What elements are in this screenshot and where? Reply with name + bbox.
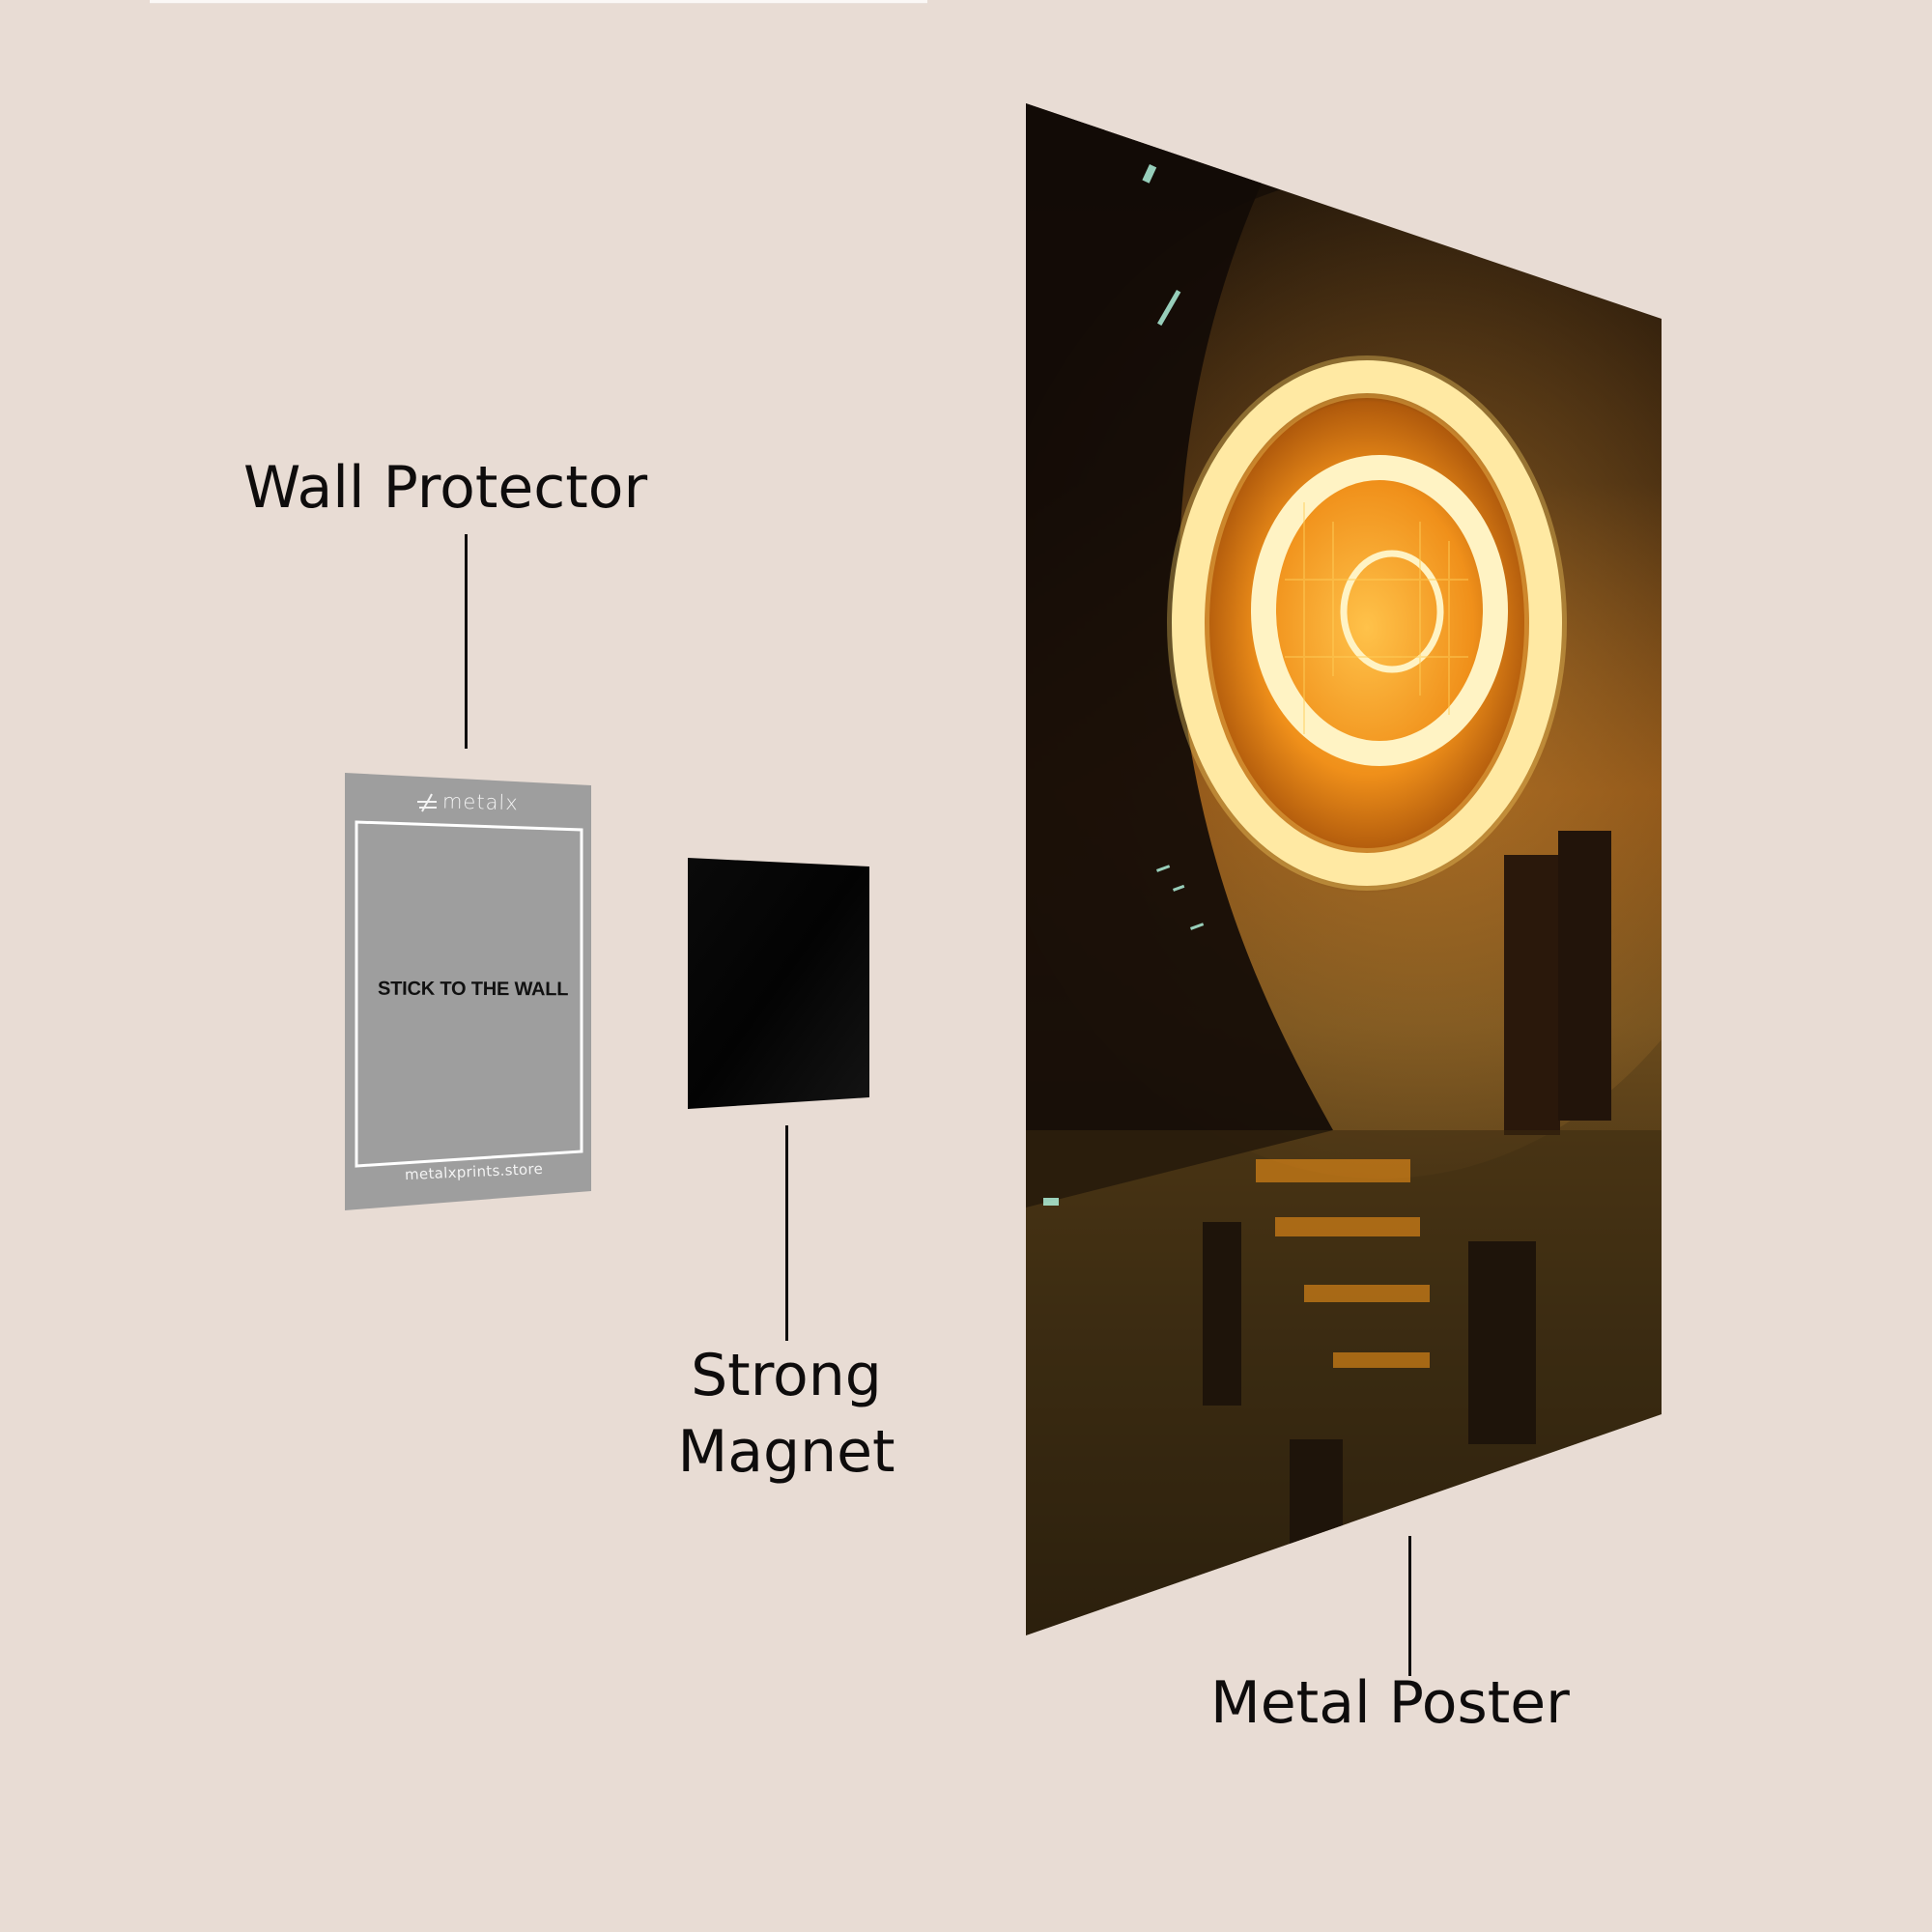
- strong-magnet-leader-line: [785, 1125, 788, 1341]
- metal-poster: [1026, 103, 1662, 1635]
- metal-poster-label: Metal Poster: [1210, 1669, 1570, 1737]
- strong-magnet-label: Strong Magnet: [593, 1338, 980, 1491]
- wall-protector-leader-line: [465, 534, 468, 749]
- strong-magnet-label-line1: Strong: [691, 1342, 882, 1409]
- strong-magnet-plate: [688, 858, 869, 1109]
- top-edge-strip: [150, 0, 927, 4]
- metalx-cross-icon: [417, 793, 437, 812]
- strong-magnet-label-line2: Magnet: [677, 1418, 895, 1486]
- stick-to-wall-instruction: STICK TO THE WALL: [377, 978, 569, 1001]
- metal-poster-leader-line: [1408, 1536, 1411, 1676]
- wall-protector-card: [345, 773, 591, 1210]
- metalx-logo: metalx: [412, 789, 520, 815]
- wall-protector-label: Wall Protector: [243, 454, 648, 522]
- metalx-logo-text: metalx: [441, 789, 520, 815]
